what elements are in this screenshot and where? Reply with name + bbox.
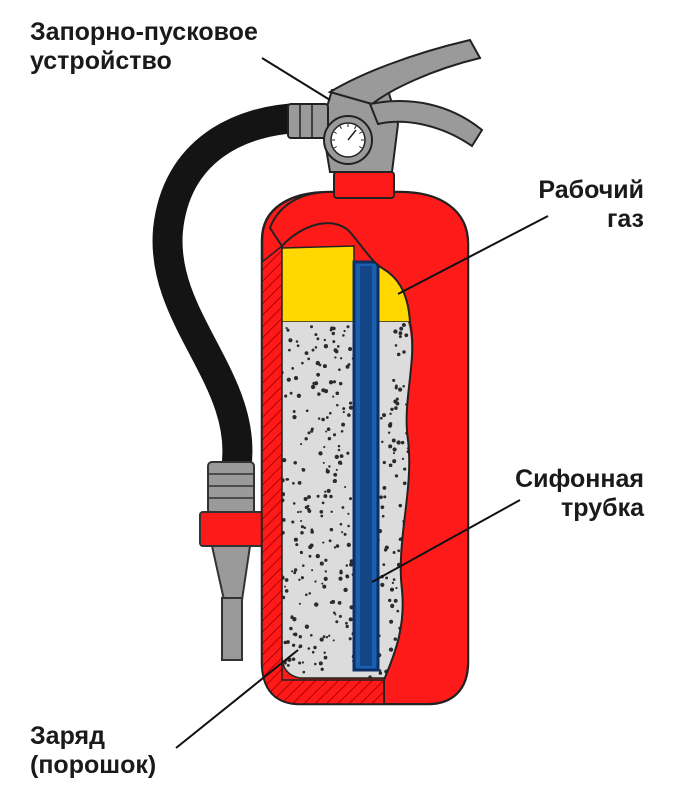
nozzle-tip: [221, 597, 243, 661]
hose: [152, 103, 315, 485]
label-tube-line1: Сифонная: [515, 465, 644, 493]
working-gas: [281, 245, 355, 323]
label-working-gas: Рабочий газ: [538, 176, 644, 234]
label-charge: Заряд (порошок): [30, 722, 156, 780]
leader-tube: [371, 499, 521, 583]
leader-gas: [397, 215, 549, 295]
label-gas-line1: Рабочий: [538, 176, 644, 204]
label-valve-line2: устройство: [30, 47, 172, 75]
label-charge-line2: (порошок): [30, 751, 157, 779]
leader-valve: [261, 57, 331, 101]
cylinder-neck: [333, 171, 395, 199]
leader-charge: [175, 649, 299, 749]
cylinder-shell-front: [268, 191, 469, 705]
label-gas-line2: газ: [606, 205, 644, 233]
label-siphon-tube: Сифонная трубка: [515, 465, 644, 523]
valve-handle: [327, 38, 482, 106]
cylinder-wall-cut: [261, 244, 385, 705]
valve-outlet: [287, 103, 329, 139]
nozzle-holder: [199, 511, 265, 547]
nozzle-coupling: [207, 461, 255, 515]
label-valve: Запорно-пусковое устройство: [30, 18, 258, 76]
label-tube-line2: трубка: [561, 494, 644, 522]
valve-lever: [368, 100, 484, 148]
label-valve-line1: Запорно-пусковое: [30, 18, 258, 46]
nozzle: [210, 545, 252, 601]
label-charge-line1: Заряд: [30, 722, 105, 750]
